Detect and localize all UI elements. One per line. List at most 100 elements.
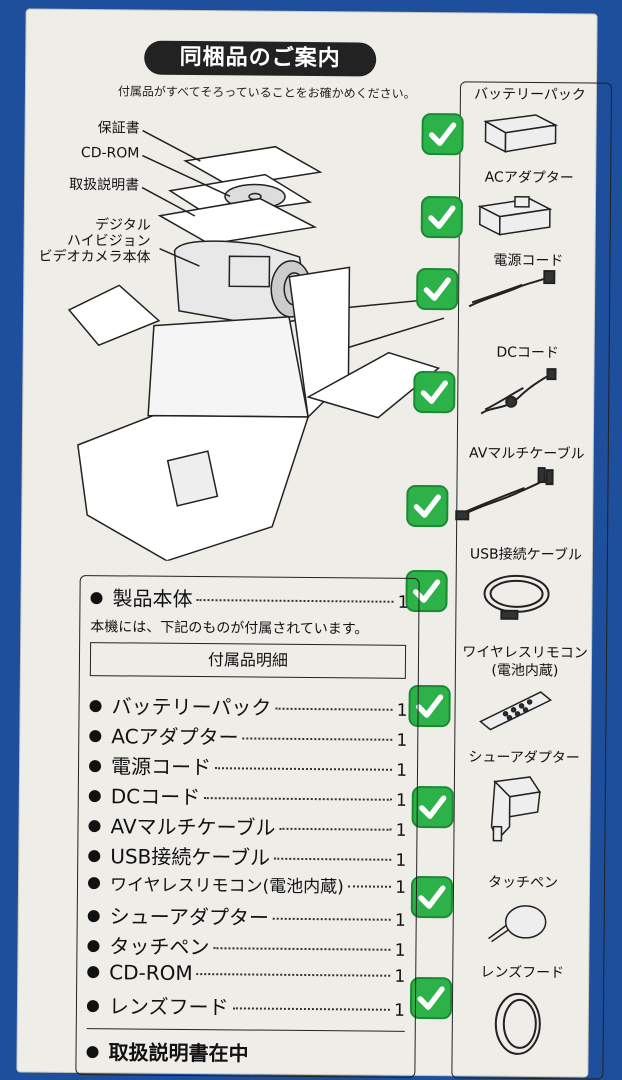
accessory-label-touch-pen: タッチペン	[487, 874, 559, 892]
list-row-main: 製品本体 1	[90, 582, 409, 614]
leader-dots	[347, 885, 392, 888]
check-mark-icon	[416, 267, 459, 311]
bullet-icon	[88, 790, 101, 803]
callout-camera: デジタル ハイビジョン ビデオカメラ本体	[38, 217, 151, 266]
ac-adapter-icon	[477, 196, 553, 236]
bullet-icon	[87, 940, 100, 953]
list-item-qty: 1	[395, 790, 407, 811]
callout-warranty: 保証書	[97, 120, 140, 137]
accessory-label-usb-cable: USB接続ケーブル	[469, 546, 582, 564]
list-item-qty: 1	[397, 592, 409, 613]
list-item-qty: 1	[394, 910, 406, 931]
list-item-label: 電源コード	[110, 754, 212, 780]
lens-hood-icon	[494, 992, 541, 1055]
list-item-qty: 1	[395, 850, 407, 871]
power-cord-icon	[468, 270, 556, 308]
bullet-icon	[86, 1046, 99, 1059]
check-mark-icon	[408, 684, 451, 728]
callout-camera-line2: ハイビジョン	[66, 232, 151, 250]
leader-dots	[232, 1007, 391, 1011]
usb-cable-icon	[483, 574, 550, 620]
list-item-qty: 1	[395, 820, 407, 841]
leader-dots	[204, 797, 392, 801]
check-mark-icon	[410, 875, 454, 919]
list-row: タッチペン 1	[87, 930, 406, 962]
list-item-label: AVマルチケーブル	[110, 814, 276, 840]
list-item-qty: 1	[396, 700, 408, 721]
leader-dots	[213, 947, 391, 951]
list-note: 本機には、下記のものが付属されています。	[90, 619, 369, 638]
list-item-label: タッチペン	[109, 934, 210, 960]
accessory-label-remote-battery: (電池内蔵)	[491, 662, 559, 680]
list-row: ワイヤレスリモコン(電池内蔵) 1	[87, 870, 407, 898]
check-mark-icon	[405, 569, 448, 613]
list-box-heading: 付属品明細	[89, 642, 407, 679]
leader-dots	[242, 737, 393, 741]
list-item-qty: 1	[394, 1000, 406, 1021]
leader-dots	[272, 917, 391, 921]
bullet-icon	[90, 592, 103, 605]
check-mark-icon	[420, 195, 464, 239]
bullet-icon	[87, 877, 101, 890]
list-row: レンズフード 1	[86, 990, 406, 1022]
inventory-card: 同梱品のご案内 付属品がすべてそろっていることをお確かめください。	[17, 9, 613, 1080]
list-item-label: シューアダプター	[109, 904, 270, 930]
bullet-icon	[87, 966, 100, 979]
av-cable-icon	[455, 467, 554, 521]
contents-list: 製品本体 1 本機には、下記のものが付属されています。 付属品明細 バッテリーパ…	[75, 575, 420, 1078]
leader-dots	[275, 707, 393, 711]
list-row: USB接続ケーブル 1	[88, 840, 406, 872]
dc-cord-icon	[480, 368, 557, 415]
list-row: シューアダプター 1	[87, 900, 406, 932]
battery-pack-icon	[483, 114, 559, 153]
check-mark-icon	[406, 484, 449, 528]
list-item-label: DCコード	[110, 784, 201, 810]
touch-pen-icon	[488, 905, 547, 943]
leader-dots	[196, 599, 394, 603]
shoe-adapter-icon	[490, 776, 542, 842]
page-subtitle: 付属品がすべてそろっていることをお確かめください。	[117, 84, 416, 101]
list-item-label: 製品本体	[112, 586, 193, 612]
list-item-qty: 1	[395, 877, 407, 898]
page-title: 同梱品のご案内	[144, 40, 377, 77]
check-mark-icon	[411, 785, 454, 829]
list-item-label: ACアダプター	[111, 724, 239, 750]
leader-dots	[274, 857, 392, 861]
list-item-label: CD-ROM	[109, 960, 193, 986]
callout-manual: 取扱説明書	[69, 176, 140, 194]
accessory-label-lens-hood: レンズフード	[480, 964, 565, 982]
check-mark-icon	[421, 112, 464, 156]
leader-dots	[215, 767, 393, 771]
list-item-label: レンズフード	[108, 994, 229, 1020]
list-item-qty: 1	[396, 760, 408, 781]
list-item-label: バッテリーパック	[111, 694, 272, 720]
bullet-icon	[87, 910, 100, 923]
accessory-label-av-cable: AVマルチケーブル	[468, 445, 585, 463]
accessory-label-ac-adapter: ACアダプター	[484, 169, 574, 187]
callout-camera-line1: デジタル	[94, 217, 151, 234]
list-divider	[86, 1028, 405, 1032]
callout-camera-line3: ビデオカメラ本体	[38, 248, 151, 266]
leader-dots	[196, 973, 391, 977]
accessory-label-battery: バッテリーパック	[473, 86, 586, 104]
list-footer: 取扱説明書在中	[86, 1036, 404, 1068]
list-item-label: ワイヤレスリモコン(電池内蔵)	[109, 875, 344, 898]
list-item-qty: 1	[394, 940, 406, 961]
callout-cdrom: CD-ROM	[80, 145, 140, 162]
bullet-icon	[89, 730, 102, 743]
list-row: CD-ROM 1	[87, 960, 405, 987]
bullet-icon	[89, 700, 102, 713]
leader-dots	[279, 827, 392, 831]
remote-icon	[479, 691, 553, 731]
list-item-label: USB接続ケーブル	[110, 844, 271, 870]
box-contents-illustration	[67, 129, 445, 562]
list-item-qty: 1	[394, 966, 406, 987]
list-row: 電源コード 1	[88, 750, 408, 782]
list-row: バッテリーパック 1	[89, 690, 408, 722]
list-item-qty: 1	[396, 730, 408, 751]
list-footer-label: 取扱説明書在中	[108, 1040, 249, 1066]
bullet-icon	[86, 1000, 100, 1013]
list-row: DCコード 1	[88, 780, 407, 812]
accessory-label-shoe-adapter: シューアダプター	[468, 749, 580, 767]
bullet-icon	[88, 760, 102, 773]
